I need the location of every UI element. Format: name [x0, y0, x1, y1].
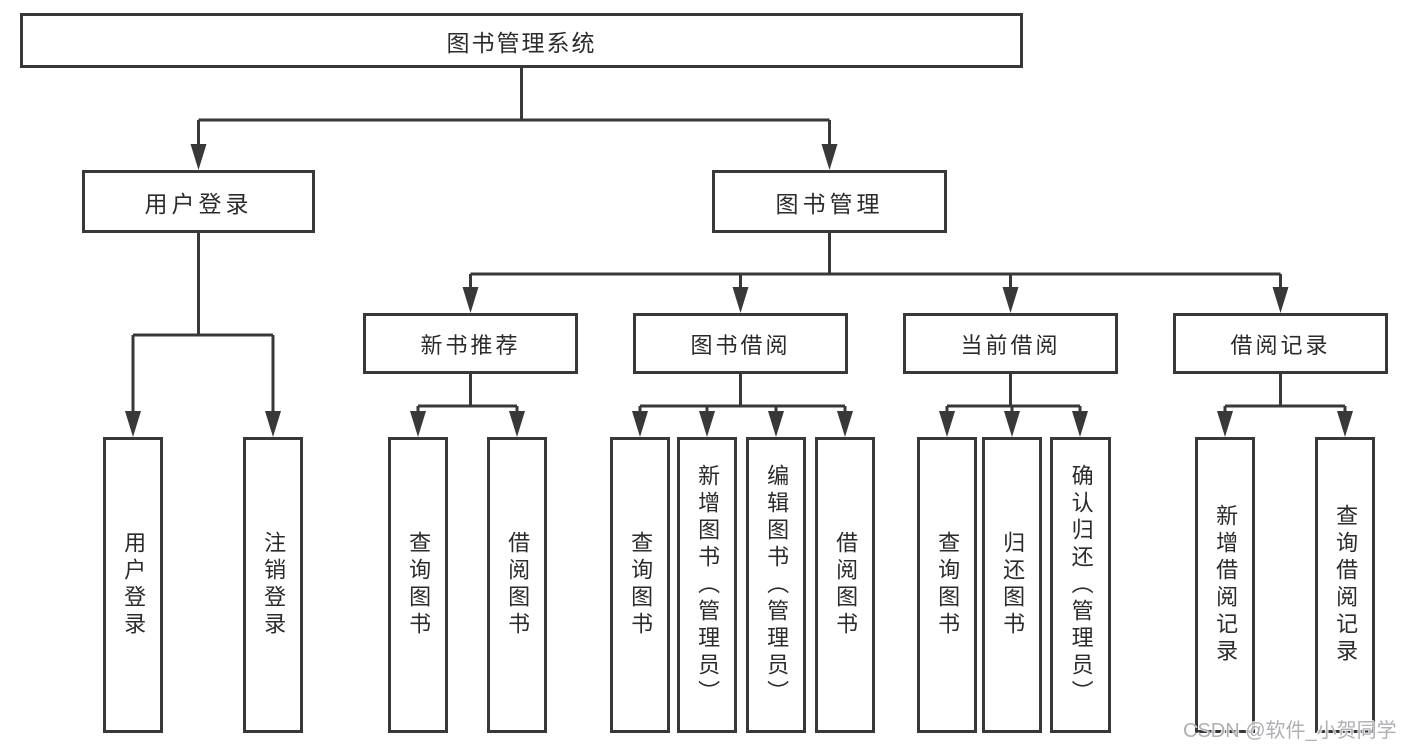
leaf-query-books-current: 查询图书: [917, 437, 977, 733]
connector-arrowheads: [125, 144, 1353, 437]
arrow-down-icon: [768, 411, 784, 437]
leaf-label: 新增借阅记录: [1213, 504, 1239, 666]
leaf-edit-books-admin: 编辑图书（管理员）: [746, 437, 806, 733]
leaf-label: 编辑图书（管理员）: [764, 463, 790, 707]
arrow-down-icon: [699, 411, 715, 437]
arrow-down-icon: [410, 411, 426, 437]
leaf-query-books-borrow: 查询图书: [610, 437, 670, 733]
arrow-down-icon: [1072, 411, 1088, 437]
leaf-user-login: 用户登录: [103, 437, 163, 733]
node-library-system: 图书管理系统: [20, 13, 1023, 68]
leaf-borrow-books: 借阅图书: [815, 437, 875, 733]
leaf-query-books-recommend: 查询图书: [388, 437, 448, 733]
leaf-label: 注销登录: [261, 531, 287, 639]
arrow-down-icon: [1337, 411, 1353, 437]
leaf-label: 查询图书: [406, 531, 432, 639]
node-user-login: 用户登录: [82, 170, 315, 233]
leaf-label: 查询图书: [935, 531, 961, 639]
arrow-down-icon: [1004, 411, 1020, 437]
leaf-label: 查询借阅记录: [1333, 504, 1359, 666]
arrow-down-icon: [837, 411, 853, 437]
arrow-down-icon: [462, 287, 479, 313]
leaf-label: 确认归还（管理员）: [1068, 463, 1094, 707]
arrow-down-icon: [732, 287, 749, 313]
arrow-down-icon: [265, 411, 281, 437]
arrow-down-icon: [190, 144, 207, 170]
arrow-down-icon: [939, 411, 955, 437]
node-book-borrow: 图书借阅: [633, 313, 848, 374]
leaf-label: 归还图书: [1000, 531, 1026, 639]
leaf-query-borrow-record: 查询借阅记录: [1315, 437, 1375, 733]
leaf-label: 新增图书（管理员）: [695, 463, 721, 707]
leaf-logout: 注销登录: [243, 437, 303, 733]
arrow-down-icon: [1217, 411, 1233, 437]
node-book-management: 图书管理: [712, 170, 947, 233]
watermark: CSDN @软件_小贺同学: [1183, 720, 1397, 742]
leaf-label: 查询图书: [628, 531, 654, 639]
leaf-add-borrow-record: 新增借阅记录: [1195, 437, 1255, 733]
node-new-book-recommend: 新书推荐: [363, 313, 578, 374]
arrow-down-icon: [1272, 287, 1289, 313]
leaf-return-books: 归还图书: [982, 437, 1042, 733]
arrow-down-icon: [821, 144, 838, 170]
connector-lines: [131, 68, 1347, 413]
leaf-confirm-return-admin: 确认归还（管理员）: [1050, 437, 1111, 733]
leaf-borrow-books-recommend: 借阅图书: [487, 437, 547, 733]
leaf-label: 借阅图书: [833, 531, 859, 639]
leaf-label: 借阅图书: [505, 531, 531, 639]
node-borrow-records: 借阅记录: [1173, 313, 1388, 374]
leaf-add-books-admin: 新增图书（管理员）: [677, 437, 737, 733]
arrow-down-icon: [509, 411, 525, 437]
leaf-label: 用户登录: [121, 531, 147, 639]
arrow-down-icon: [632, 411, 648, 437]
arrow-down-icon: [125, 411, 141, 437]
arrow-down-icon: [1002, 287, 1019, 313]
node-current-borrow: 当前借阅: [903, 313, 1118, 374]
